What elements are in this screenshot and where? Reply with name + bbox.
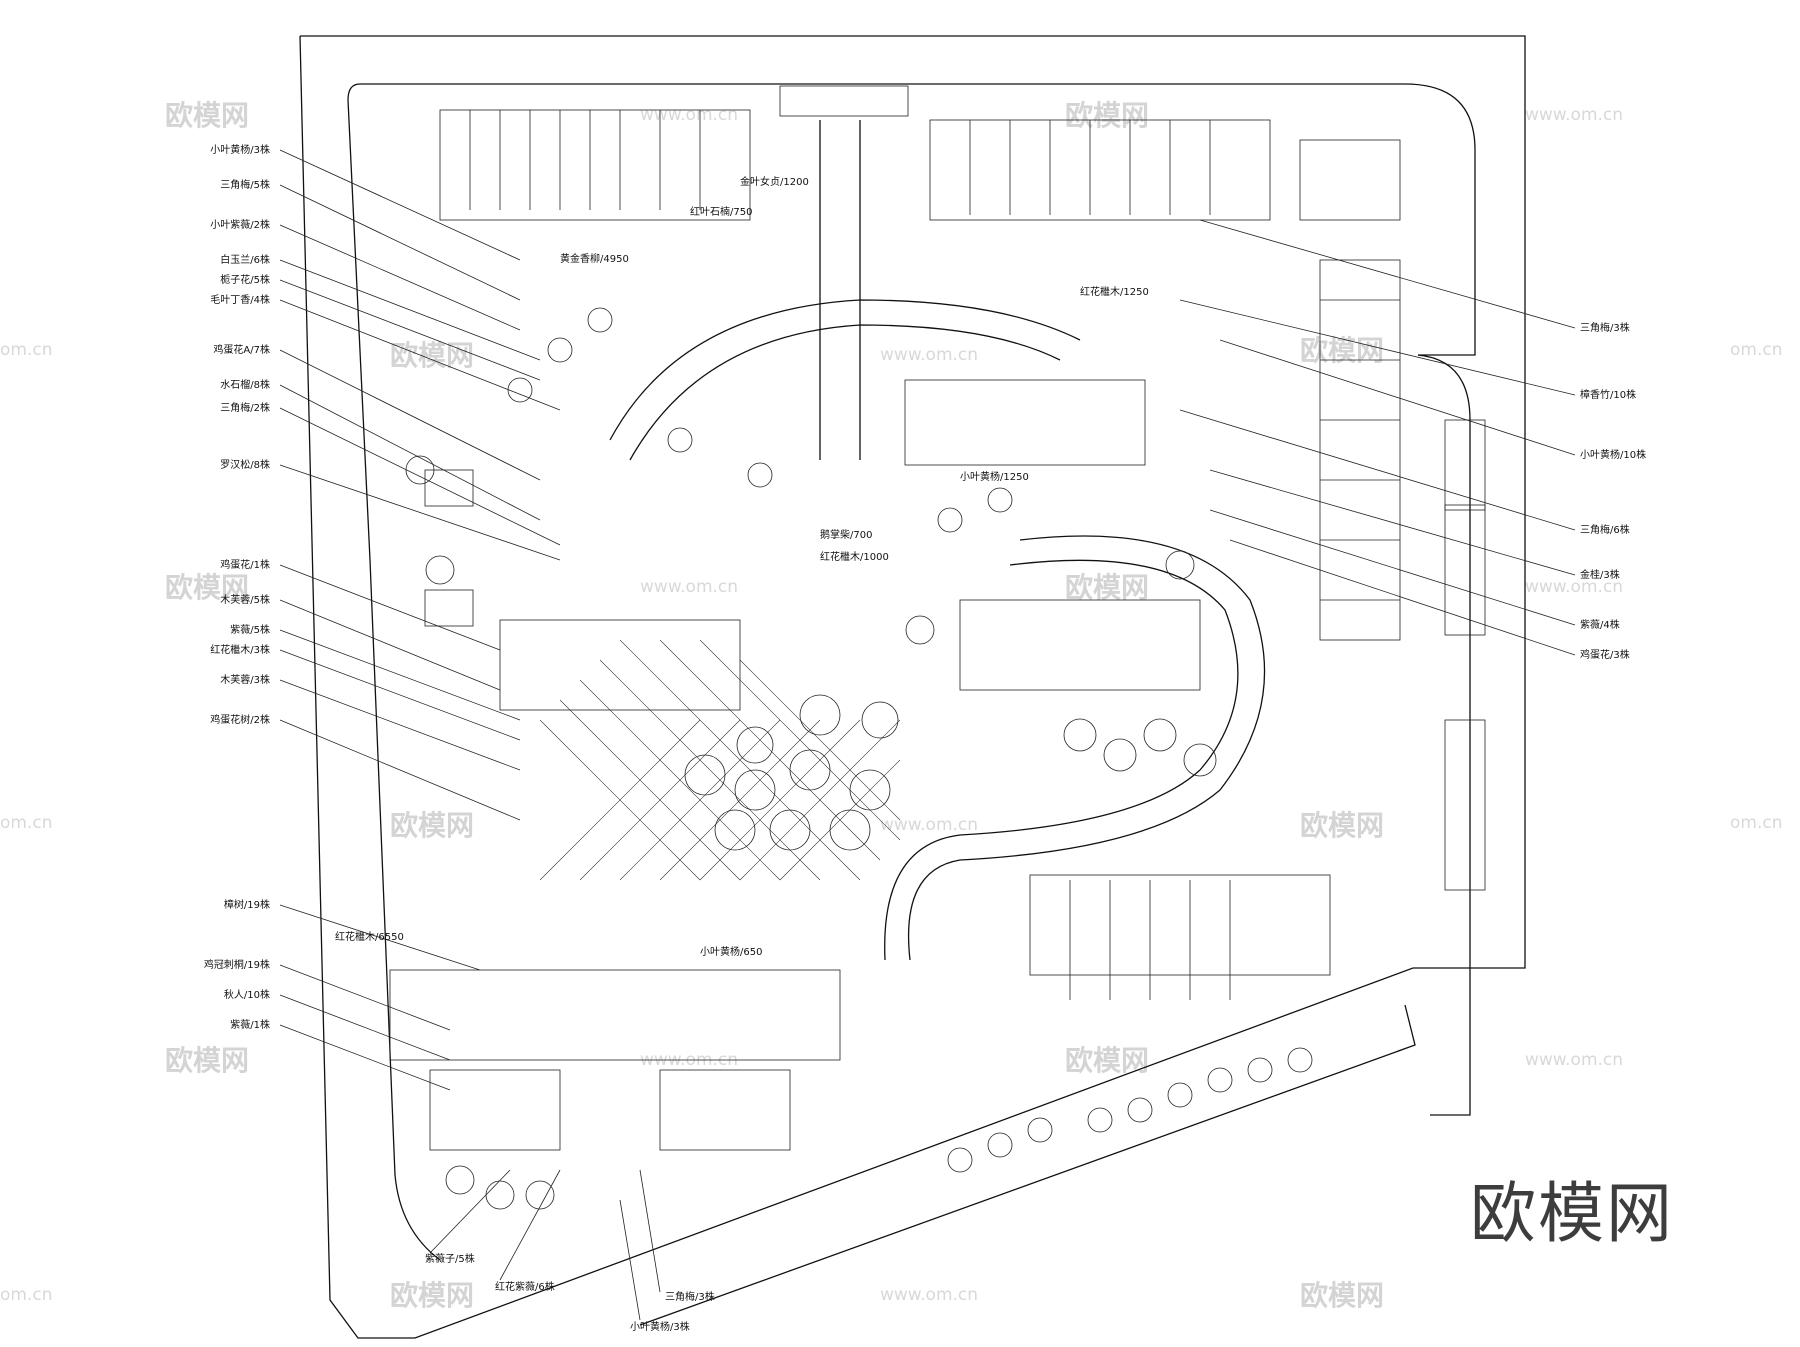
callout-label: 白玉兰/6株 bbox=[220, 253, 270, 266]
watermark-url: www.om.cn bbox=[880, 1285, 978, 1305]
entry-hatch bbox=[424, 85, 1486, 891]
plan-labels: 黄金香柳/4950 红叶石楠/750 红花檵木/1250 金叶女贞/1200 小… bbox=[335, 175, 1149, 958]
callout-label: 三角梅/2株 bbox=[220, 401, 270, 414]
callout-label: 木芙蓉/3株 bbox=[220, 673, 270, 686]
callout-label: 小叶黄杨/10株 bbox=[1580, 448, 1646, 461]
lawn-grid bbox=[539, 639, 901, 881]
watermark-url: om.cn bbox=[0, 813, 53, 833]
watermark-brand: 欧模网 bbox=[1065, 99, 1149, 132]
watermark-url: om.cn bbox=[0, 1285, 53, 1305]
callout-label: 紫薇/4株 bbox=[1580, 618, 1620, 631]
callout-leaders-left bbox=[279, 149, 561, 1091]
watermark-url: om.cn bbox=[1730, 813, 1783, 833]
watermark-url: om.cn bbox=[0, 340, 53, 360]
callout-label: 紫薇子/5株 bbox=[425, 1252, 475, 1265]
callout-label: 鸡蛋花/1株 bbox=[220, 558, 270, 571]
watermark-brand: 欧模网 bbox=[390, 339, 474, 372]
callout-label: 小叶黄杨/3株 bbox=[630, 1320, 690, 1333]
buildings-north bbox=[439, 109, 1401, 641]
callout-label: 三角梅/3株 bbox=[1580, 321, 1630, 334]
callout-leaders-bottom bbox=[429, 1169, 661, 1321]
plan-label: 小叶黄杨/650 bbox=[700, 945, 762, 958]
watermark-url: www.om.cn bbox=[640, 577, 738, 597]
watermark-brand: 欧模网 bbox=[1300, 1279, 1384, 1312]
plan-label: 金叶女贞/1200 bbox=[740, 175, 809, 188]
callout-label: 紫薇/1株 bbox=[230, 1018, 270, 1031]
callout-label: 三角梅/3株 bbox=[665, 1290, 715, 1303]
callout-label: 毛叶丁香/4株 bbox=[210, 293, 270, 306]
watermark-url: www.om.cn bbox=[1525, 1050, 1623, 1070]
callout-labels-left: 小叶黄杨/3株 三角梅/5株 小叶紫薇/2株 白玉兰/6株 栀子花/5株 毛叶丁… bbox=[204, 143, 270, 1031]
callout-label: 秋人/10株 bbox=[224, 988, 270, 1001]
callout-label: 三角梅/5株 bbox=[220, 178, 270, 191]
watermark-brand: 欧模网 bbox=[1065, 1044, 1149, 1077]
callout-label: 樟树/19株 bbox=[224, 898, 270, 911]
callout-label: 樟香竹/10株 bbox=[1580, 388, 1636, 401]
callout-label: 小叶紫薇/2株 bbox=[210, 218, 270, 231]
watermark-url: om.cn bbox=[1730, 340, 1783, 360]
callout-labels-bottom: 紫薇子/5株 红花紫薇/6株 三角梅/3株 小叶黄杨/3株 bbox=[425, 1252, 715, 1333]
watermark-url: www.om.cn bbox=[880, 815, 978, 835]
watermark-brand: 欧模网 bbox=[165, 99, 249, 132]
callout-label: 鸡蛋花树/2株 bbox=[210, 713, 270, 726]
watermark-brand: 欧模网 bbox=[1300, 809, 1384, 842]
callout-label: 水石榴/8株 bbox=[220, 378, 270, 391]
plan-label: 红叶石楠/750 bbox=[690, 205, 752, 218]
plan-label: 红花檵木/6550 bbox=[335, 930, 404, 943]
callout-leaders-right bbox=[1179, 219, 1576, 656]
watermark-brand: 欧模网 bbox=[1300, 334, 1384, 367]
callout-label: 红花檵木/3株 bbox=[210, 643, 270, 656]
callout-label: 鸡蛋花/3株 bbox=[1580, 648, 1630, 661]
callout-labels-right: 三角梅/3株 樟香竹/10株 小叶黄杨/10株 三角梅/6株 金桂/3株 紫薇/… bbox=[1580, 321, 1646, 661]
callout-label: 金桂/3株 bbox=[1580, 568, 1620, 581]
callout-label: 鸡冠刺桐/19株 bbox=[204, 958, 270, 971]
plan-label: 红花檵木/1250 bbox=[1080, 285, 1149, 298]
plan-label: 红花檵木/1000 bbox=[820, 550, 889, 563]
site-boundary bbox=[299, 35, 1526, 1339]
watermark-url: www.om.cn bbox=[1525, 105, 1623, 125]
callout-label: 木芙蓉/5株 bbox=[220, 593, 270, 606]
watermark-layer: 欧模网 www.om.cn 欧模网 www.om.cn om.cn 欧模网 ww… bbox=[0, 99, 1783, 1312]
brand-watermark-logo: 欧模网 bbox=[1470, 1175, 1674, 1252]
callout-label: 红花紫薇/6株 bbox=[495, 1280, 555, 1293]
watermark-brand: 欧模网 bbox=[390, 1279, 474, 1312]
callout-label: 罗汉松/8株 bbox=[220, 458, 270, 471]
plan-label: 黄金香柳/4950 bbox=[560, 252, 629, 265]
tree-symbols bbox=[405, 307, 1313, 1210]
watermark-url: www.om.cn bbox=[640, 105, 738, 125]
callout-label: 紫薇/5株 bbox=[230, 623, 270, 636]
callout-label: 栀子花/5株 bbox=[220, 273, 270, 286]
callout-label: 鸡蛋花A/7株 bbox=[213, 343, 270, 356]
watermark-url: www.om.cn bbox=[880, 345, 978, 365]
watermark-brand: 欧模网 bbox=[1065, 571, 1149, 604]
watermark-url: www.om.cn bbox=[1525, 577, 1623, 597]
callout-label: 小叶黄杨/3株 bbox=[210, 143, 270, 156]
garden-paths bbox=[609, 120, 1266, 961]
watermark-brand: 欧模网 bbox=[390, 809, 474, 842]
watermark-brand: 欧模网 bbox=[165, 1044, 249, 1077]
watermark-brand: 欧模网 bbox=[165, 571, 249, 604]
buildings-central bbox=[389, 379, 1331, 1151]
callout-label: 三角梅/6株 bbox=[1580, 523, 1630, 536]
plan-label: 小叶黄杨/1250 bbox=[960, 470, 1029, 483]
plan-label: 鹅掌柴/700 bbox=[820, 528, 872, 541]
